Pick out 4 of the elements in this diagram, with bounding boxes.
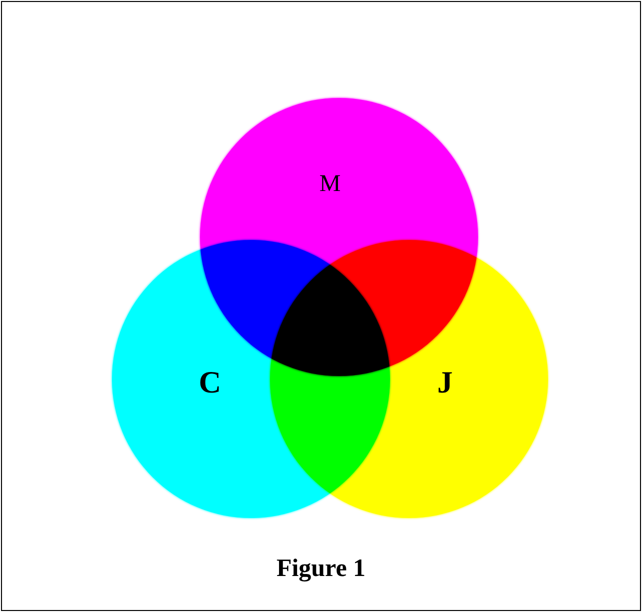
circle-label: M — [319, 172, 341, 196]
circle-label: C — [198, 366, 222, 398]
circle-label: J — [437, 366, 453, 398]
figure-caption: Figure 1 — [275, 555, 367, 583]
